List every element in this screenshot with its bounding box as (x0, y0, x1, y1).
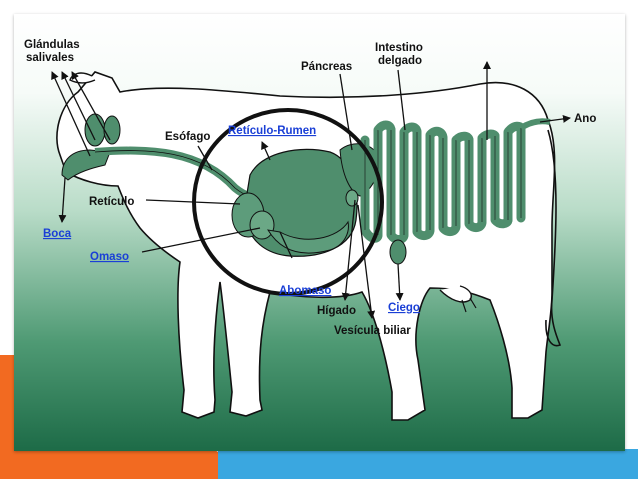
label-glandulas-1: Glándulas (24, 39, 80, 51)
slide-accent-bottom-orange (0, 449, 260, 479)
label-vesicula: Vesícula biliar (334, 325, 411, 337)
label-esofago: Esófago (165, 131, 210, 143)
mouth-cavity (61, 149, 111, 181)
slide-accent-left (0, 355, 14, 475)
abomasum (267, 220, 349, 254)
label-intestino-1: Intestino (375, 42, 423, 54)
label-intestino-2: delgado (378, 55, 422, 67)
label-glandulas-2: salivales (26, 52, 74, 64)
leader-lines (51, 61, 571, 319)
label-reticulo-rumen[interactable]: Retículo-Rumen (228, 125, 316, 137)
label-ano: Ano (574, 113, 596, 125)
gallbladder (345, 189, 359, 207)
label-ciego[interactable]: Ciego (388, 302, 420, 314)
salivary-gland-2 (103, 115, 121, 145)
salivary-gland-1 (84, 113, 106, 147)
cecum (389, 239, 407, 265)
label-reticulo: Retículo (89, 196, 134, 208)
label-abomaso[interactable]: Abomaso (279, 285, 331, 297)
label-pancreas: Páncreas (301, 61, 352, 73)
omasum (249, 210, 275, 240)
label-omaso[interactable]: Omaso (90, 251, 129, 263)
slide-accent-bottom-blue (218, 449, 638, 479)
label-boca[interactable]: Boca (43, 228, 72, 240)
label-higado: Hígado (317, 305, 356, 317)
